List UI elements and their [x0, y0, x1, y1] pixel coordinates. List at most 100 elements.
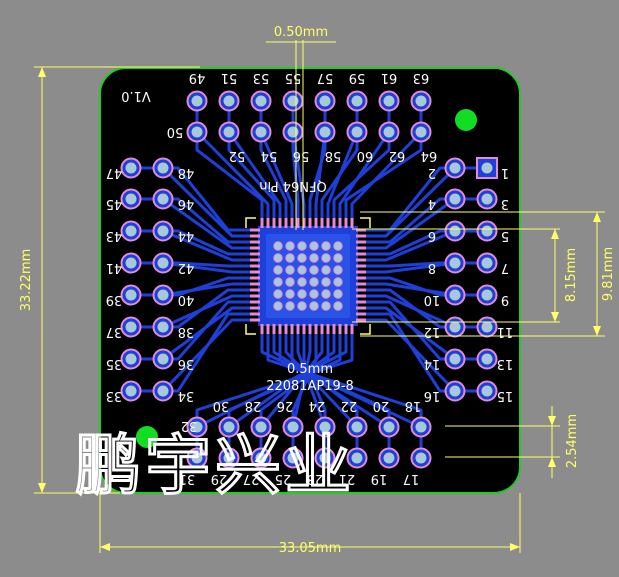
thermal-via	[333, 289, 343, 299]
pin-label: 45	[106, 196, 123, 211]
dim-width-label: 33.05mm	[279, 541, 342, 556]
pin-label: 18	[405, 398, 422, 413]
pad-layer	[120, 90, 498, 469]
dim-inner-arrow-bottom	[551, 312, 559, 322]
pin-label: 22	[341, 398, 358, 413]
header-pad-left-hole	[157, 289, 169, 301]
header-pad-right-hole	[449, 321, 461, 333]
pin-label: 38	[178, 324, 195, 339]
trace-bottom	[259, 332, 324, 429]
chip-pad	[314, 218, 318, 228]
pin-label: 5	[501, 228, 509, 243]
header-pad-left-hole	[125, 162, 137, 174]
trace-bottom	[227, 332, 336, 429]
trace-left	[161, 229, 252, 262]
chip-pad	[250, 264, 260, 268]
thermal-via	[321, 241, 331, 251]
header-pad-left-hole	[157, 225, 169, 237]
trace-left	[161, 197, 252, 250]
thermal-via	[333, 301, 343, 311]
chip-pad	[250, 234, 260, 238]
pin-label: 62	[389, 148, 406, 163]
chip-pad	[250, 282, 260, 286]
header-pad-bottom-hole	[255, 452, 267, 464]
pin-label: 40	[178, 292, 195, 307]
chip-pad	[250, 312, 260, 316]
trace-right	[364, 282, 457, 297]
chip-pad	[356, 270, 366, 274]
pin-label: 3	[501, 196, 509, 211]
header-pad-left-hole	[157, 193, 169, 205]
thermal-via	[321, 253, 331, 263]
chip-pad	[326, 218, 330, 228]
chip-pad	[250, 228, 260, 232]
chip-pad-layer	[250, 218, 366, 334]
chip-pad	[356, 294, 366, 298]
thermal-via	[321, 301, 331, 311]
pin-label: 9	[501, 292, 509, 307]
pin-label: 35	[106, 356, 123, 371]
thermal-via	[285, 289, 295, 299]
trace-left	[161, 282, 252, 297]
trace-top	[338, 130, 391, 220]
thermal-via	[309, 277, 319, 287]
trace-top	[326, 130, 359, 220]
pin-label: 14	[424, 356, 441, 371]
chip-pad	[284, 324, 288, 334]
trace-top	[314, 130, 327, 220]
chip-pad	[350, 218, 354, 228]
dim-header-pitch-label: 2.54mm	[565, 414, 580, 468]
pin-label: 1	[501, 165, 509, 180]
header-pad-bottom-hole	[223, 452, 235, 464]
thermal-via	[285, 265, 295, 275]
header-pad-top-hole	[287, 95, 299, 107]
pin-label: 57	[317, 70, 334, 85]
header-pad-right-hole	[481, 289, 493, 301]
chip-pad	[250, 246, 260, 250]
dimension-layer	[34, 40, 605, 553]
pin-label: 55	[285, 70, 302, 85]
chip-pad	[272, 324, 276, 334]
header-pad-top-hole	[415, 95, 427, 107]
dim-inner-arrow-top	[551, 229, 559, 239]
thermal-via	[297, 265, 307, 275]
dim-header-arrow-bottom	[548, 457, 556, 467]
watermark-text: 鹏宇兴业	[75, 427, 355, 504]
chip-pad	[296, 324, 300, 334]
header-pad-bottom-hole	[319, 421, 331, 433]
chip-pad	[250, 288, 260, 292]
chip-pad	[272, 218, 276, 228]
pin-label: 63	[413, 70, 430, 85]
chip-pad	[350, 324, 354, 334]
header-pad-right-hole	[449, 193, 461, 205]
chip-pad	[356, 252, 366, 256]
pin-label: 29	[211, 471, 228, 486]
chip-pad	[302, 324, 306, 334]
header-pad-bottom-hole	[191, 421, 203, 433]
header-pad-top-hole	[415, 126, 427, 138]
pin-label: 26	[277, 398, 294, 413]
trace-right	[364, 294, 457, 329]
header-pad-right-hole	[481, 321, 493, 333]
header-pad-top-hole	[255, 95, 267, 107]
thermal-via	[321, 265, 331, 275]
pin-label: 15	[497, 388, 514, 403]
chip-pad	[308, 218, 312, 228]
chip-pad	[302, 218, 306, 228]
header-pad-left-hole	[125, 289, 137, 301]
chip-pad	[250, 306, 260, 310]
pin-label: 10	[424, 292, 441, 307]
pin-label: 20	[373, 398, 390, 413]
chip-pad	[250, 294, 260, 298]
header-pad-top-hole	[351, 95, 363, 107]
trace-right	[364, 318, 457, 393]
header-pad-bottom-hole	[383, 421, 395, 433]
chip-pad	[278, 324, 282, 334]
dim-height-arrow-bottom	[38, 483, 46, 493]
thermal-via	[309, 265, 319, 275]
header-pad-bottom-hole	[415, 452, 427, 464]
header-pad-bottom-hole	[351, 421, 363, 433]
header-pad-top-hole	[351, 126, 363, 138]
header-pad-bottom-hole	[319, 452, 331, 464]
